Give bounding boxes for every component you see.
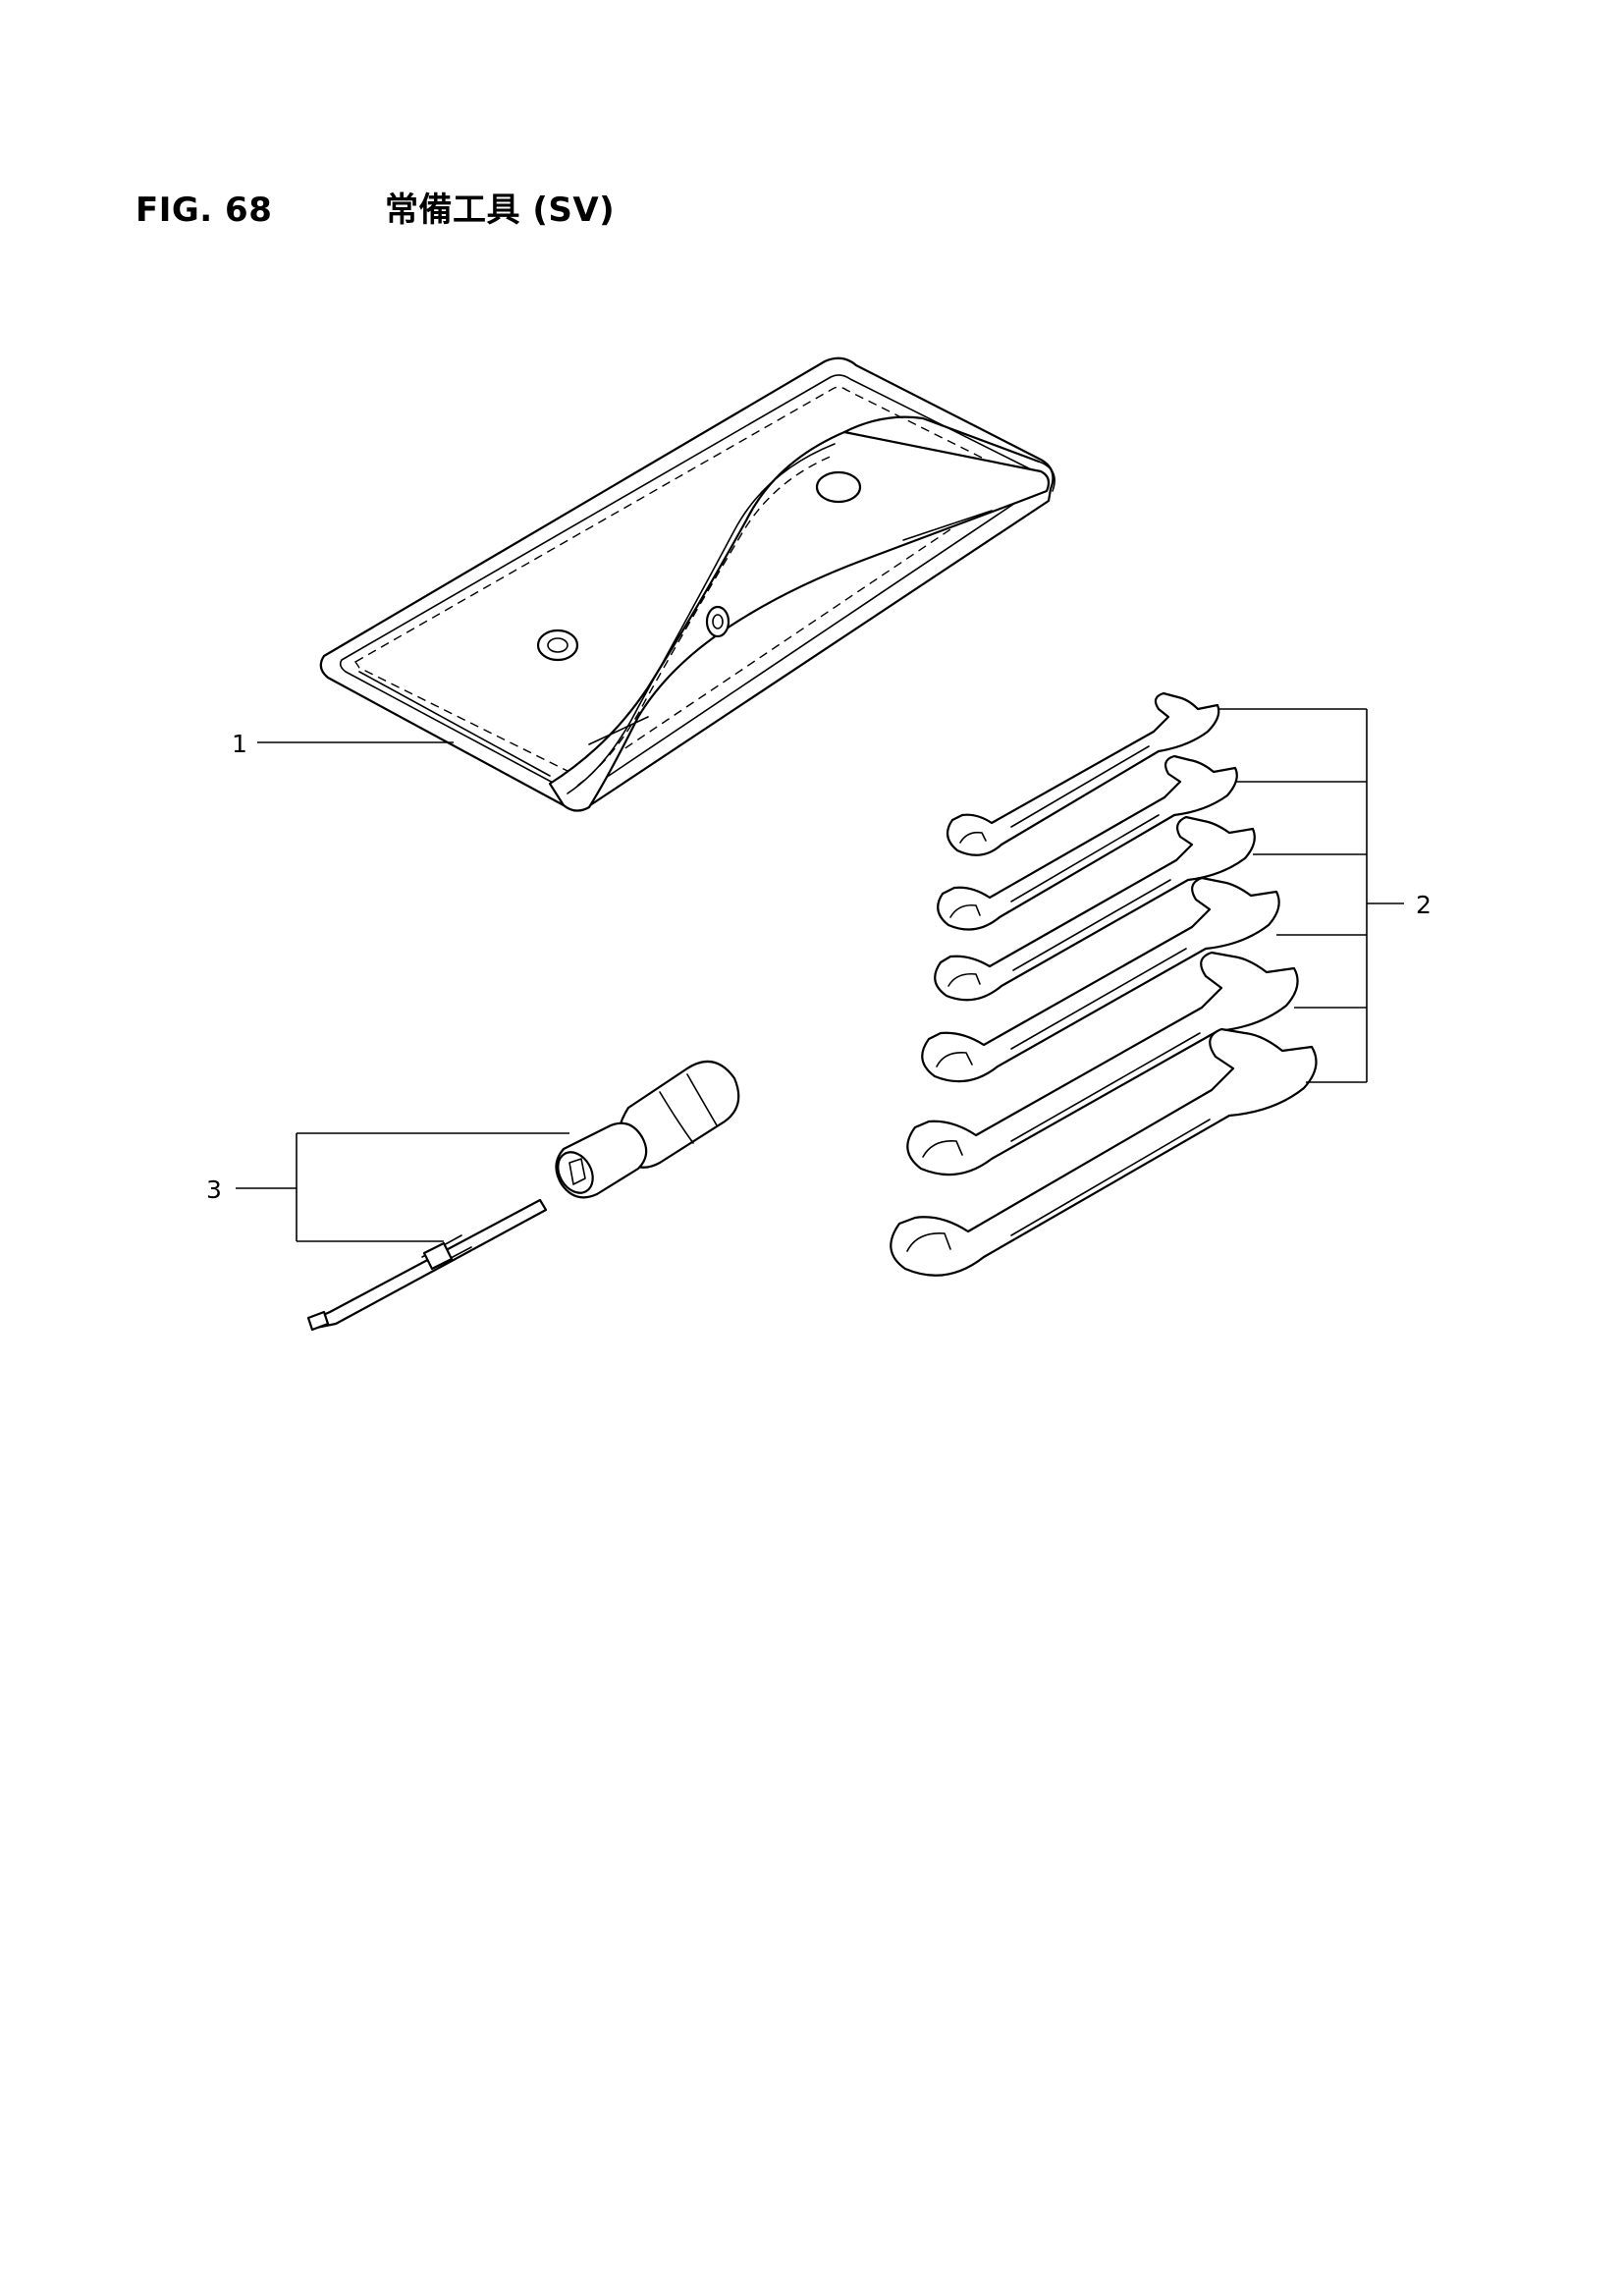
wrench-5 (906, 951, 1299, 1176)
callout-3: 3 (206, 1175, 222, 1204)
screwdriver-drawing (306, 1060, 740, 1332)
wrench-3 (934, 815, 1256, 1002)
figure-header: FIG. 68 常備工具 (SV) (135, 183, 615, 231)
figure-title: 常備工具 (SV) (385, 191, 616, 230)
figure-number: FIG. 68 (135, 191, 273, 230)
callout-1: 1 (232, 730, 247, 758)
wrench-4 (921, 876, 1280, 1083)
wrench-set-drawing (890, 691, 1318, 1277)
callout-labels: 1 2 3 (206, 730, 1432, 1204)
wrench-6 (890, 1027, 1318, 1277)
tool-bag-drawing (319, 356, 1055, 812)
callout-2: 2 (1416, 891, 1432, 919)
callout-leaders (236, 708, 1404, 1242)
wrench-2 (937, 754, 1238, 931)
